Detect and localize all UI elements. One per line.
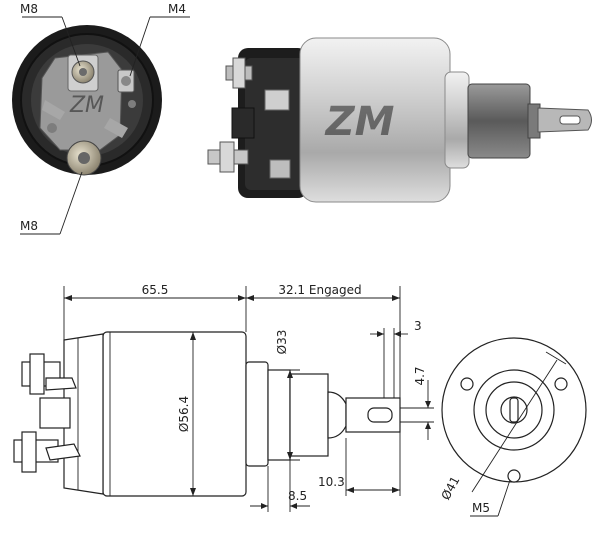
- callout-thread-m5: M5: [472, 501, 490, 515]
- callout-label-m8-top: M8: [20, 2, 38, 16]
- terminal-top-m8: [67, 54, 99, 92]
- terminal-bottom-m8: [66, 140, 102, 176]
- photo-side-watermark: ZM: [324, 99, 395, 145]
- callout-bottom-left: M8: [20, 171, 83, 235]
- callout-label-m4: M4: [168, 2, 186, 16]
- callout-label-m8-bottom: M8: [20, 219, 38, 233]
- dim-tab-hole: 4.7: [413, 366, 427, 385]
- terminal-small-m4: [117, 69, 135, 93]
- callout-top-left: M8: [20, 2, 81, 67]
- photo-side-view: ZM: [207, 37, 592, 203]
- dim-plunger-diameter: Ø33: [275, 330, 289, 355]
- dim-body-diameter: Ø56.4: [177, 396, 191, 432]
- mount-hole-right: [554, 377, 568, 391]
- dim-tab-thickness: 3: [414, 319, 422, 333]
- photo-watermark: ZM: [69, 93, 104, 118]
- mount-hole-bottom: [507, 469, 521, 483]
- callout-top-right: M4: [129, 2, 190, 77]
- mount-hole-left: [460, 377, 474, 391]
- dim-engaged-stroke: 32.1 Engaged: [278, 283, 361, 297]
- photo-end-view: ZM: [12, 25, 162, 176]
- dim-bolt-circle: Ø41: [438, 474, 462, 502]
- dim-tab-length: 10.3: [318, 475, 345, 489]
- drawing-side-view: 65.5 32.1 Engaged Ø56.4 Ø33 3: [13, 283, 434, 512]
- drawing-end-view: Ø41 M5: [438, 337, 587, 517]
- dim-overall-length: 65.5: [142, 283, 169, 297]
- dim-plunger-offset: 8.5: [288, 489, 307, 503]
